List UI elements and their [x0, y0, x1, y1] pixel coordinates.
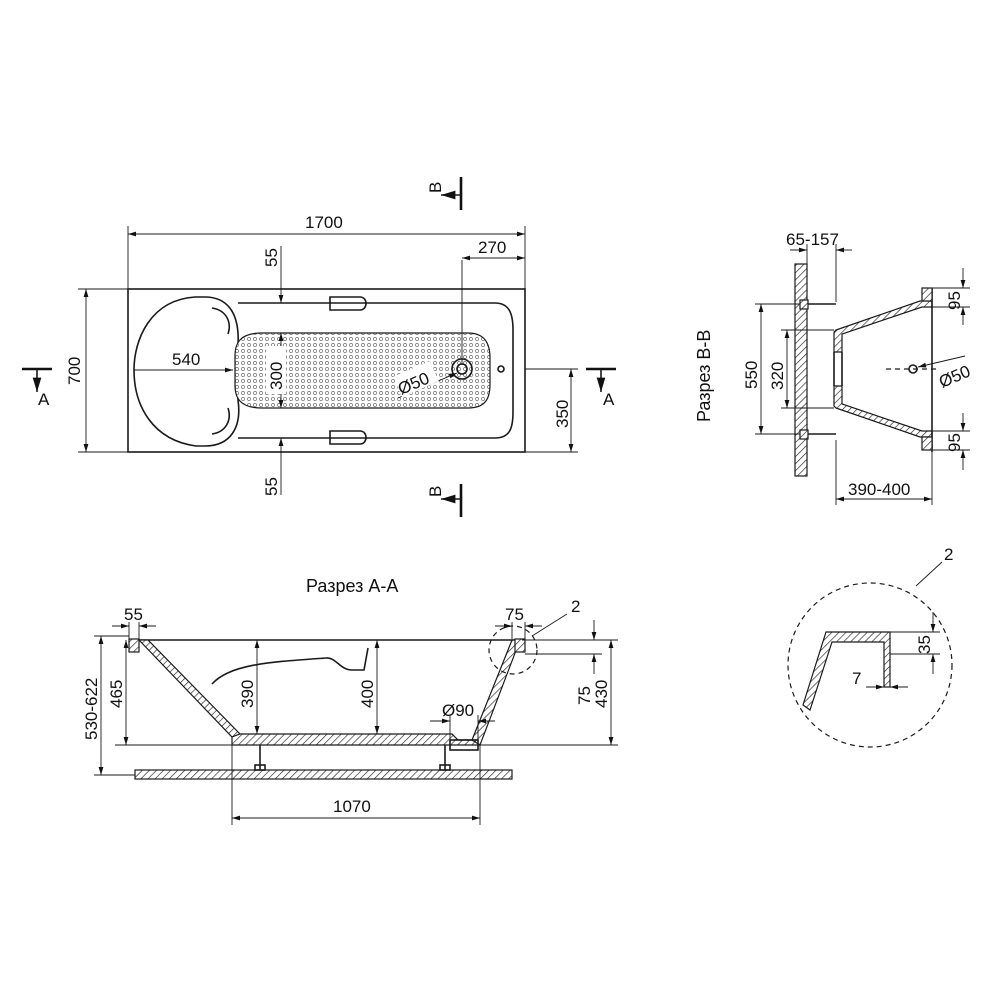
dim-a-bottom-length: 1070 [333, 797, 371, 816]
svg-text:B: B [426, 486, 445, 497]
svg-text:A: A [38, 390, 50, 409]
dim-a-rim-left: 55 [124, 605, 143, 624]
section-b-title: Разрез B-B [694, 330, 714, 422]
wall-right [471, 639, 521, 746]
headrest-contour-top [211, 307, 230, 335]
section-a-title: Разрез A-A [306, 576, 398, 596]
drain-fitting [449, 739, 479, 751]
drain-symbol [908, 364, 918, 374]
section-b: Разрез B-B 65-157 550 320 [694, 230, 973, 505]
svg-text:B: B [426, 182, 445, 193]
dim-wall-gap: 65-157 [786, 230, 839, 249]
wall [794, 263, 808, 477]
dim-bottom-width: 300 [267, 362, 286, 390]
dim-length: 1700 [305, 213, 343, 232]
dim-offset-right: 270 [478, 238, 506, 257]
headrest-basin [133, 296, 240, 447]
tub-wall-top [833, 300, 933, 353]
tub-bottom [231, 733, 481, 746]
section-mark-a-left: A [22, 367, 52, 409]
detail-circle [787, 582, 953, 748]
wall-left [137, 639, 242, 738]
svg-text:A: A [603, 390, 615, 409]
dim-a-height-body: 465 [107, 680, 126, 708]
section-mark-b-top: B [426, 177, 463, 210]
handle-top [329, 296, 367, 311]
dim-leg-bottom: 95 [945, 433, 964, 452]
dim-leg-top: 95 [945, 291, 964, 310]
detail-callout: 2 [944, 545, 953, 564]
detail-callout-circle [488, 625, 538, 675]
bathtub-outline [127, 288, 526, 453]
dim-b-drain: Ø50 [936, 362, 973, 392]
callout-a: 2 [571, 597, 580, 616]
section-mark-b-bottom: B [426, 484, 463, 517]
dim-width: 700 [65, 357, 84, 385]
dim-rim-height: 35 [915, 635, 934, 654]
section-mark-a-right: A [586, 367, 616, 409]
dim-a-rim-to-bottom: 75 [575, 686, 594, 705]
dim-a-height-total: 530-622 [82, 678, 101, 740]
headrest-profile [211, 647, 369, 685]
dim-headrest: 540 [172, 350, 200, 369]
dim-a-drain: Ø90 [442, 701, 474, 720]
dim-rim-top: 55 [262, 248, 281, 267]
section-a: Разрез A-A 55 75 [82, 576, 618, 825]
dim-b-depth: 390-400 [848, 480, 910, 499]
dim-wall-thickness: 7 [852, 669, 861, 688]
headrest-contour-bottom [211, 407, 230, 435]
dim-b-height-total: 550 [742, 361, 761, 389]
dim-center-half: 350 [553, 400, 572, 428]
tub-wall-bottom [833, 385, 933, 438]
overflow-hole [497, 365, 505, 373]
plan-view: 1700 270 700 55 55 540 300 Ø50 350 [22, 177, 616, 517]
dim-b-height-inner: 320 [768, 362, 787, 390]
rim-profile [802, 631, 891, 711]
dim-a-rim-right: 75 [505, 605, 524, 624]
dim-a-depth-right: 430 [592, 680, 611, 708]
handle-bottom [329, 430, 367, 445]
dim-a-depth-mid: 400 [358, 680, 377, 708]
dim-rim-bottom: 55 [262, 477, 281, 496]
inner-basin [238, 302, 514, 439]
dim-a-depth-inner: 390 [238, 680, 257, 708]
anti-slip-bottom [234, 332, 491, 409]
floor [134, 769, 513, 780]
detail-2: 2 35 7 [787, 545, 953, 748]
